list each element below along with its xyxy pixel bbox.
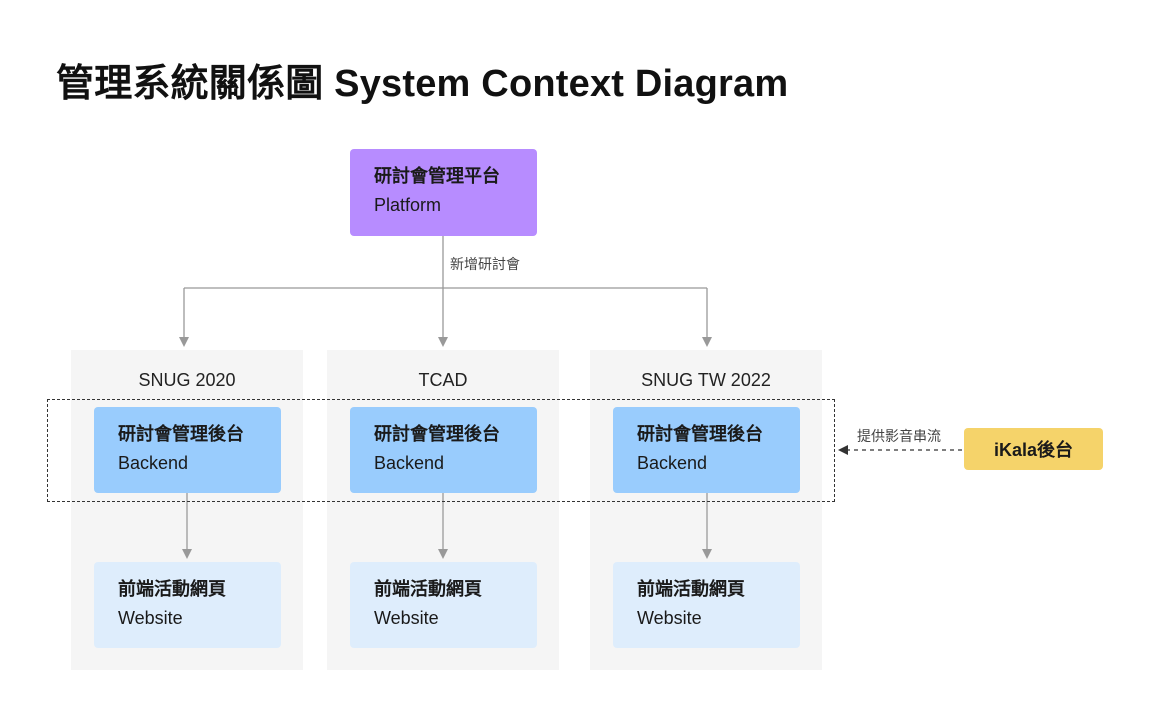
backend-title-en: Backend bbox=[637, 453, 708, 473]
ikala-node: iKala後台 bbox=[964, 428, 1103, 470]
backend-title-zh: 研討會管理後台 bbox=[637, 424, 763, 444]
website-title-en: Website bbox=[374, 608, 439, 628]
group-label-tcad: TCAD bbox=[418, 370, 468, 390]
edge-label-stream: 提供影音串流 bbox=[857, 428, 941, 444]
page-title: 管理系統關係圖 System Context Diagram bbox=[56, 63, 789, 105]
backend-title-en: Backend bbox=[374, 453, 445, 473]
backend-title-en: Backend bbox=[118, 453, 189, 473]
website-node-snug-2020: 前端活動網頁 Website bbox=[94, 562, 281, 648]
backend-boundary-frame bbox=[47, 399, 835, 502]
backend-node-snug-2020: 研討會管理後台 Backend bbox=[94, 407, 281, 493]
website-node-snug-tw-2022: 前端活動網頁 Website bbox=[613, 562, 800, 648]
website-title-en: Website bbox=[637, 608, 702, 628]
platform-node: 研討會管理平台 Platform bbox=[350, 149, 537, 236]
group-label-snug-2020: SNUG 2020 bbox=[138, 370, 236, 390]
website-title-zh: 前端活動網頁 bbox=[118, 579, 226, 599]
edge-label-create-conference: 新增研討會 bbox=[450, 256, 520, 272]
backend-title-zh: 研討會管理後台 bbox=[374, 424, 500, 444]
website-title-zh: 前端活動網頁 bbox=[374, 579, 482, 599]
backend-node-tcad: 研討會管理後台 Backend bbox=[350, 407, 537, 493]
platform-title-zh: 研討會管理平台 bbox=[374, 166, 500, 186]
website-title-en: Website bbox=[118, 608, 183, 628]
website-node-tcad: 前端活動網頁 Website bbox=[350, 562, 537, 648]
backend-node-snug-tw-2022: 研討會管理後台 Backend bbox=[613, 407, 800, 493]
backend-title-zh: 研討會管理後台 bbox=[118, 424, 244, 444]
group-label-snug-tw-2022: SNUG TW 2022 bbox=[641, 370, 771, 390]
platform-title-en: Platform bbox=[374, 195, 442, 215]
website-title-zh: 前端活動網頁 bbox=[637, 579, 745, 599]
